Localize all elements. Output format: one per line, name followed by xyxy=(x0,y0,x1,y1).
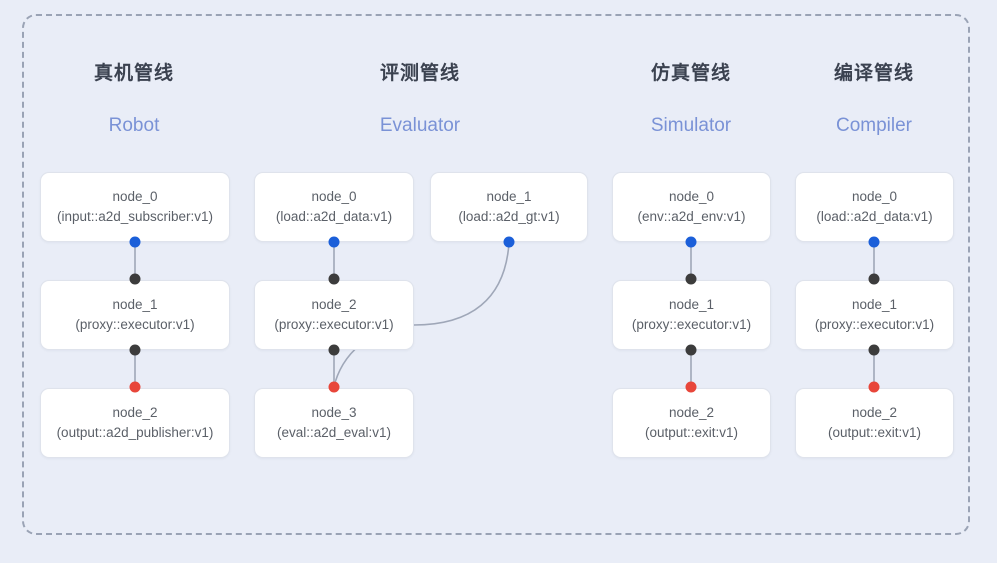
node-label-name: node_2 xyxy=(112,405,158,421)
port-output-evaluator-0[interactable] xyxy=(328,236,340,248)
column-header-compiler: 编译管线 Compiler xyxy=(774,64,974,135)
node-evaluator-1[interactable]: node_1 (load::a2d_gt:v1) xyxy=(430,172,588,242)
node-label-type: (eval::a2d_eval:v1) xyxy=(276,425,392,440)
column-title-cn-evaluator: 评测管线 xyxy=(379,63,460,84)
node-evaluator-0[interactable]: node_0 (load::a2d_data:v1) xyxy=(254,172,414,242)
port-output-robot-1[interactable] xyxy=(129,344,141,356)
port-input-evaluator-2[interactable] xyxy=(328,273,340,285)
node-robot-0[interactable]: node_0 (input::a2d_subscriber:v1) xyxy=(40,172,230,242)
node-evaluator-3[interactable]: node_3 (eval::a2d_eval:v1) xyxy=(254,388,414,458)
edge-evaluator-0-2 xyxy=(333,242,335,279)
node-label-name: node_3 xyxy=(311,405,357,421)
node-label-name: node_2 xyxy=(311,297,357,313)
node-label-name: node_0 xyxy=(112,189,158,205)
node-label-type: (load::a2d_data:v1) xyxy=(816,209,933,224)
node-robot-2[interactable]: node_2 (output::a2d_publisher:v1) xyxy=(40,388,230,458)
port-output-simulator-0[interactable] xyxy=(685,236,697,248)
node-label-type: (proxy::executor:v1) xyxy=(814,317,935,332)
node-label-type: (proxy::executor:v1) xyxy=(631,317,752,332)
node-label-name: node_2 xyxy=(668,405,715,421)
port-input-simulator-2[interactable] xyxy=(685,381,697,393)
edge-robot-1-2 xyxy=(134,350,136,387)
port-input-robot-1[interactable] xyxy=(129,273,141,285)
node-simulator-0[interactable]: node_0 (env::a2d_env:v1) xyxy=(612,172,771,242)
node-label-type: (load::a2d_gt:v1) xyxy=(458,209,560,224)
node-label-type: (proxy::executor:v1) xyxy=(75,317,195,332)
node-compiler-0[interactable]: node_0 (load::a2d_data:v1) xyxy=(795,172,954,242)
column-title-en-compiler: Compiler xyxy=(835,115,913,136)
port-input-simulator-1[interactable] xyxy=(685,273,697,285)
port-output-robot-0[interactable] xyxy=(129,236,141,248)
port-output-simulator-1[interactable] xyxy=(685,344,697,356)
column-title-cn-compiler: 编译管线 xyxy=(833,63,914,84)
column-title-en-evaluator: Evaluator xyxy=(379,115,461,136)
node-label-name: node_2 xyxy=(851,405,898,421)
edge-compiler-1-2 xyxy=(873,350,875,387)
node-compiler-2[interactable]: node_2 (output::exit:v1) xyxy=(795,388,954,458)
column-header-simulator: 仿真管线 Simulator xyxy=(591,64,791,135)
edge-simulator-0-1 xyxy=(690,242,692,279)
node-label-type: (env::a2d_env:v1) xyxy=(637,209,746,224)
node-label-name: node_1 xyxy=(112,297,158,313)
column-title-en-robot: Robot xyxy=(108,115,160,136)
port-output-evaluator-2[interactable] xyxy=(328,344,340,356)
column-title-cn-robot: 真机管线 xyxy=(93,63,174,84)
port-input-compiler-1[interactable] xyxy=(868,273,880,285)
node-label-name: node_0 xyxy=(851,189,898,205)
port-input-robot-2[interactable] xyxy=(129,381,141,393)
node-label-type: (input::a2d_subscriber:v1) xyxy=(56,209,214,224)
edge-evaluator-gt-to-eval xyxy=(413,242,510,326)
node-evaluator-2[interactable]: node_2 (proxy::executor:v1) xyxy=(254,280,414,350)
node-compiler-1[interactable]: node_1 (proxy::executor:v1) xyxy=(795,280,954,350)
edge-robot-0-1 xyxy=(134,242,136,279)
column-title-en-simulator: Simulator xyxy=(650,115,732,136)
edge-simulator-1-2 xyxy=(690,350,692,387)
node-label-name: node_0 xyxy=(311,189,357,205)
node-label-type: (output::exit:v1) xyxy=(827,425,922,440)
port-output-evaluator-1[interactable] xyxy=(503,236,515,248)
port-input-compiler-2[interactable] xyxy=(868,381,880,393)
port-input-evaluator-3[interactable] xyxy=(328,381,340,393)
node-label-type: (load::a2d_data:v1) xyxy=(275,209,393,224)
column-header-robot: 真机管线 Robot xyxy=(34,64,234,135)
node-label-name: node_1 xyxy=(668,297,715,313)
node-label-name: node_1 xyxy=(851,297,898,313)
node-label-type: (proxy::executor:v1) xyxy=(274,317,394,332)
node-label-name: node_1 xyxy=(486,189,532,205)
node-simulator-1[interactable]: node_1 (proxy::executor:v1) xyxy=(612,280,771,350)
column-header-evaluator: 评测管线 Evaluator xyxy=(320,64,520,135)
node-simulator-2[interactable]: node_2 (output::exit:v1) xyxy=(612,388,771,458)
port-output-compiler-1[interactable] xyxy=(868,344,880,356)
column-title-cn-simulator: 仿真管线 xyxy=(650,63,731,84)
node-robot-1[interactable]: node_1 (proxy::executor:v1) xyxy=(40,280,230,350)
port-output-compiler-0[interactable] xyxy=(868,236,880,248)
edge-compiler-0-1 xyxy=(873,242,875,279)
node-label-type: (output::a2d_publisher:v1) xyxy=(56,425,214,440)
node-label-type: (output::exit:v1) xyxy=(644,425,739,440)
node-label-name: node_0 xyxy=(668,189,715,205)
